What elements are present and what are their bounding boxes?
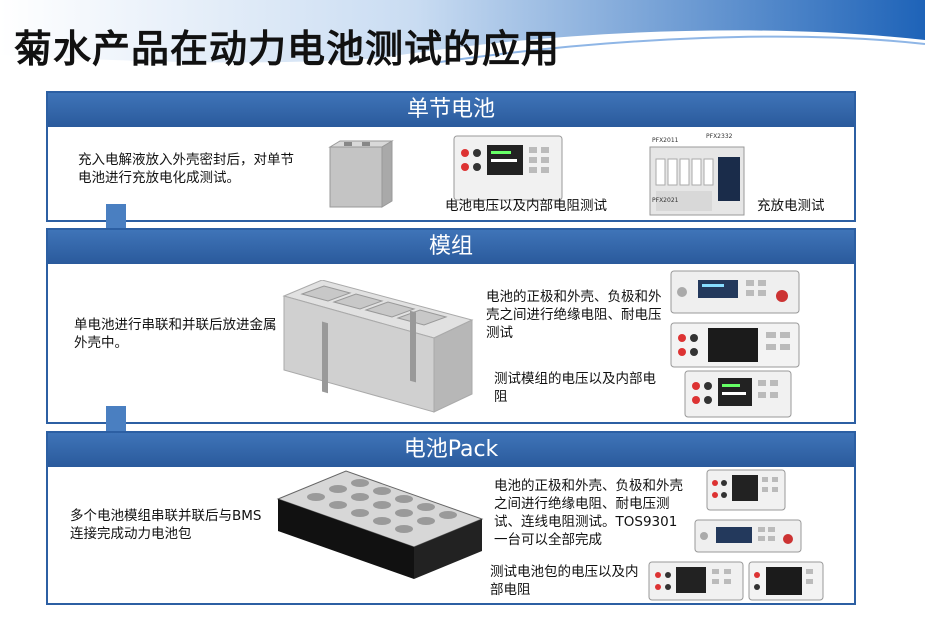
withstand-tester-image [670,270,800,314]
caption-voltage-resistance: 电池电压以及内部电阻测试 [445,198,607,214]
charge-discharge-rack-image [649,146,745,216]
tester-instrument-image [706,469,786,511]
resistance-tester-image [648,561,744,601]
tester-instrument-image [453,135,563,201]
tos9301-tester-image [694,519,802,553]
section-pack: 电池Pack 多个电池模组串联并联后与BMS连接完成动力电池包 电池的正极和外壳… [46,431,856,605]
caption-insulation-test: 电池的正极和外壳、负极和外壳之间进行绝缘电阻、耐电压测试 [486,289,662,341]
caption-pack-insulation: 电池的正极和外壳、负极和外壳之间进行绝缘电阻、耐电压测试、连线电阻测试。TOS9… [494,478,683,548]
insulation-tester-image [748,561,824,601]
section-description: 单电池进行串联和并联后放进金属外壳中。 [74,317,277,351]
section-title: 电池Pack [48,433,854,467]
battery-module-image [282,280,474,413]
caption-charge-discharge: 充放电测试 [757,198,825,214]
page-title: 菊水产品在动力电池测试的应用 [14,27,561,71]
device-label-pfx2011: PFX2011 [652,137,679,144]
insulation-tester-image [670,322,800,368]
device-label-pfx2021: PFX2021 [652,197,679,204]
section-title: 单节电池 [48,93,854,127]
resistance-tester-image [684,370,792,418]
caption-pack-voltage: 测试电池包的电压以及内部电阻 [490,564,639,598]
device-label-pfx2332: PFX2332 [706,133,733,140]
section-title: 模组 [48,230,854,264]
battery-cell-image [328,140,394,208]
section-single-cell: 单节电池 充入电解液放入外壳密封后，对单节电池进行充放电化成测试。 电池电压以及… [46,91,856,222]
section-description: 充入电解液放入外壳密封后，对单节电池进行充放电化成测试。 [78,152,294,186]
header-swoosh [0,0,925,63]
section-description: 多个电池模组串联并联后与BMS连接完成动力电池包 [70,508,262,542]
battery-pack-image [276,470,484,579]
caption-module-voltage: 测试模组的电压以及内部电阻 [494,371,656,405]
section-module: 模组 单电池进行串联和并联后放进金属外壳中。 电池的正极和外壳、负极和外壳之间进… [46,228,856,424]
